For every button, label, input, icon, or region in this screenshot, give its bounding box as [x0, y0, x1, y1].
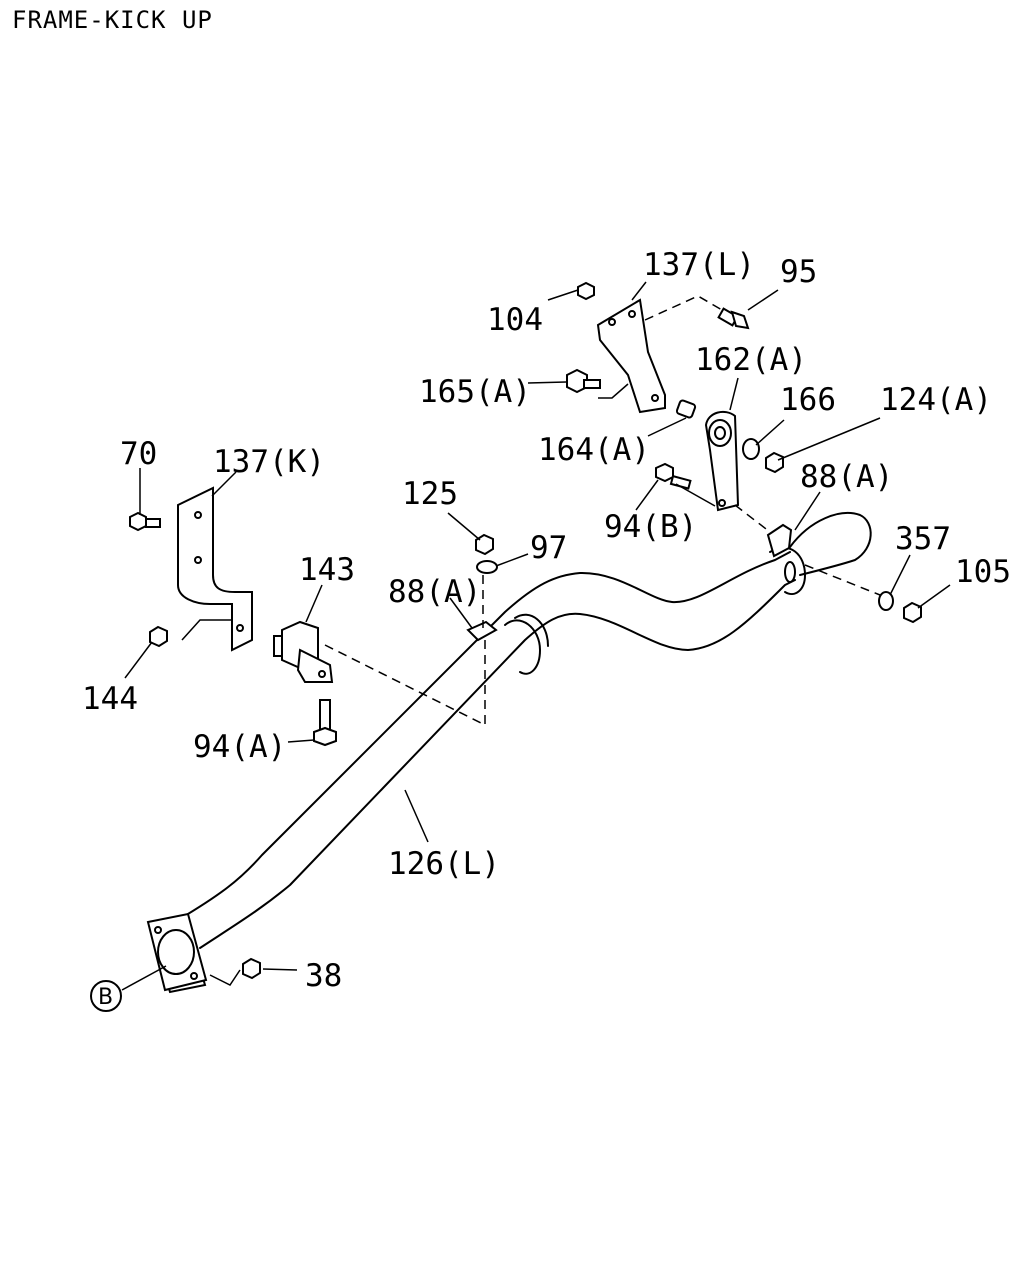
pin-164a	[675, 399, 697, 419]
assembly-lines	[181, 295, 881, 986]
nut-144	[149, 625, 168, 648]
washer-97	[476, 560, 498, 574]
washer-166	[742, 438, 760, 460]
leader-lines	[121, 281, 951, 991]
label-357: 357	[895, 521, 951, 557]
label-126l: 126(L)	[388, 846, 500, 882]
label-143: 143	[299, 552, 355, 588]
nut-38	[242, 957, 261, 980]
reference-b-marker: B	[90, 980, 122, 1012]
nut-125	[475, 533, 494, 556]
nut-124a	[765, 451, 784, 474]
diagram-title: FRAME-KICK UP	[12, 6, 213, 34]
nut-105	[903, 601, 922, 624]
exhaust-pipe-126l	[146, 512, 872, 994]
reference-b-label: B	[98, 985, 113, 1010]
bolt-95	[717, 307, 750, 330]
label-166: 166	[780, 382, 836, 418]
label-165a: 165(A)	[419, 374, 531, 410]
label-95: 95	[780, 254, 817, 290]
label-137l: 137(L)	[643, 247, 755, 283]
label-164a: 164(A)	[538, 432, 650, 468]
label-94a: 94(A)	[193, 729, 286, 765]
label-88a-left: 88(A)	[388, 574, 481, 610]
bracket-137k	[177, 486, 253, 652]
label-38: 38	[305, 958, 342, 994]
bolt-165a	[566, 368, 601, 394]
label-105: 105	[955, 554, 1011, 590]
clamp-88a-left	[466, 620, 498, 642]
hardware-parts	[129, 281, 922, 980]
clamp-88a-right	[766, 523, 793, 558]
label-137k: 137(K)	[213, 444, 325, 480]
label-104: 104	[487, 302, 543, 338]
label-97: 97	[530, 530, 567, 566]
label-144: 144	[82, 681, 138, 717]
part-labels: 137(L) 95 104 162(A) 165(A) 166 124(A) 1…	[82, 247, 1011, 994]
rubber-mount-143	[273, 620, 334, 683]
bolt-70	[129, 511, 161, 532]
label-88a-right: 88(A)	[800, 459, 893, 495]
label-125: 125	[402, 476, 458, 512]
hanger-162a	[704, 410, 740, 512]
label-70: 70	[120, 436, 157, 472]
bolt-94b	[655, 462, 692, 490]
label-124a: 124(A)	[880, 382, 992, 418]
label-94b: 94(B)	[604, 509, 697, 545]
bolt-94a	[313, 699, 337, 747]
label-162a: 162(A)	[695, 342, 807, 378]
washer-357	[878, 591, 894, 611]
nut-104	[577, 281, 595, 301]
bracket-137l	[596, 298, 666, 414]
